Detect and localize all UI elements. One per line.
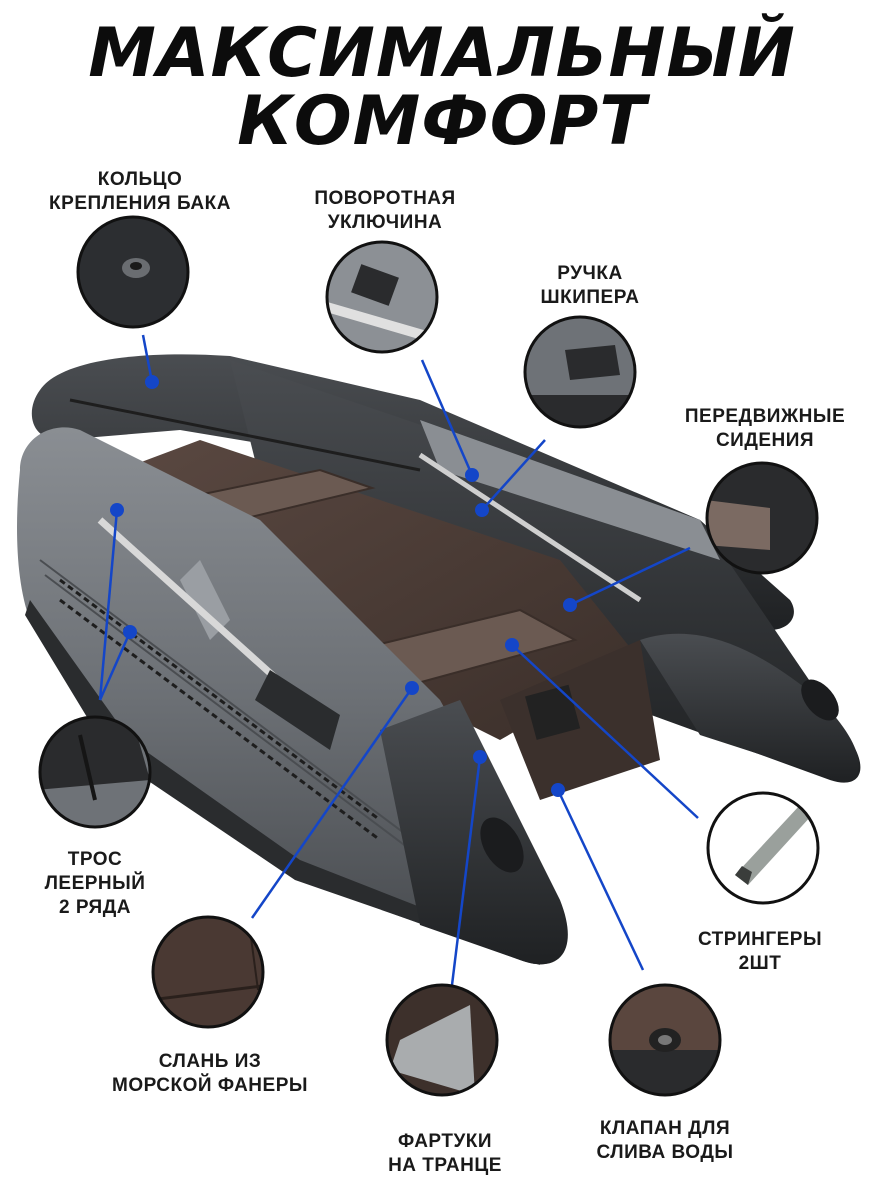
label-plywood-floor: СЛАНЬ ИЗ МОРСКОЙ ФАНЕРЫ (112, 1051, 308, 1096)
bow-tube (31, 354, 794, 630)
label-oarlock: ПОВОРОТНАЯ УКЛЮЧИНА (314, 188, 456, 233)
label-skipper-handle: РУЧКА ШКИПЕРА (540, 263, 640, 308)
label-stringers: СТРИНГЕРЫ 2ШТ (697, 929, 823, 974)
label-drain-valve: КЛАПАН ДЛЯ СЛИВА ВОДЫ (596, 1118, 734, 1163)
detail-oarlock (325, 240, 439, 354)
label-transom-aprons: ФАРТУКИ НА ТРАНЦЕ (388, 1131, 502, 1176)
detail-stringers (706, 791, 820, 905)
detail-plywood-floor (151, 915, 265, 1029)
title-line-1: МАКСИМАЛЬНЫЙ (88, 14, 796, 93)
detail-fuel-tank-ring (76, 215, 190, 329)
detail-movable-seats (705, 461, 819, 575)
title-line-2: КОМФОРТ (237, 82, 647, 161)
label-movable-seats: ПЕРЕДВИЖНЫЕ СИДЕНИЯ (684, 406, 846, 451)
detail-lifeline (38, 715, 152, 829)
detail-drain-valve (608, 983, 722, 1097)
detail-transom-aprons (385, 983, 499, 1097)
detail-skipper-handle (523, 315, 637, 429)
label-lifeline: ТРОС ЛЕЕРНЫЙ 2 РЯДА (44, 849, 146, 918)
label-fuel-tank-ring: КОЛЬЦО КРЕПЛЕНИЯ БАКА (49, 169, 231, 214)
transom (500, 640, 660, 800)
